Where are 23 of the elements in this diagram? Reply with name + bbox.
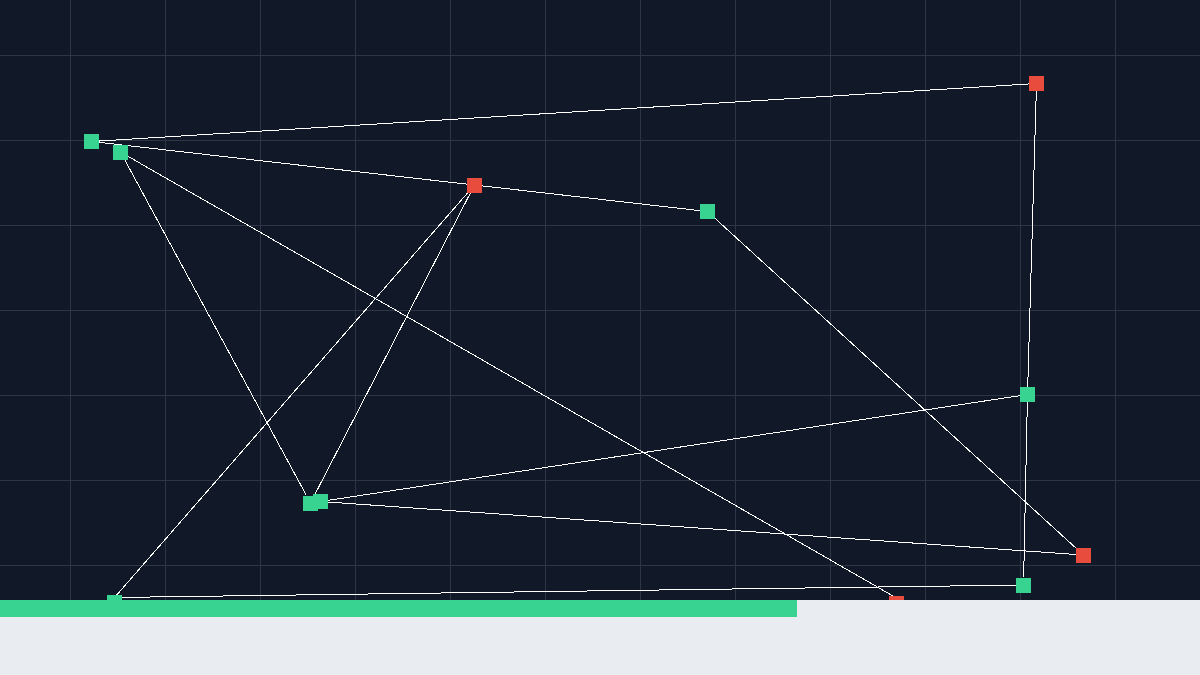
graph-node [700,204,715,219]
connector-line [1027,90,1037,388]
graph-node [107,595,122,600]
connector-line [124,159,307,496]
connector-line [1023,401,1028,578]
connector-line [313,192,472,496]
graph-node [313,494,328,509]
connector-line [98,141,468,185]
graph-node [1029,76,1044,91]
connector-line [98,83,1030,142]
connector-line [116,192,469,596]
graph-node [1016,577,1031,593]
graph-node [1076,547,1091,563]
connector-line [327,501,1077,555]
graph-node [84,134,99,149]
graph-node [467,177,482,193]
graph-node [1020,387,1035,402]
connector-line [327,395,1021,501]
connector-line [121,584,1017,598]
connector-line [127,155,894,597]
connector-line [481,185,701,212]
graph-node [889,596,904,600]
connector-line [714,217,1077,549]
